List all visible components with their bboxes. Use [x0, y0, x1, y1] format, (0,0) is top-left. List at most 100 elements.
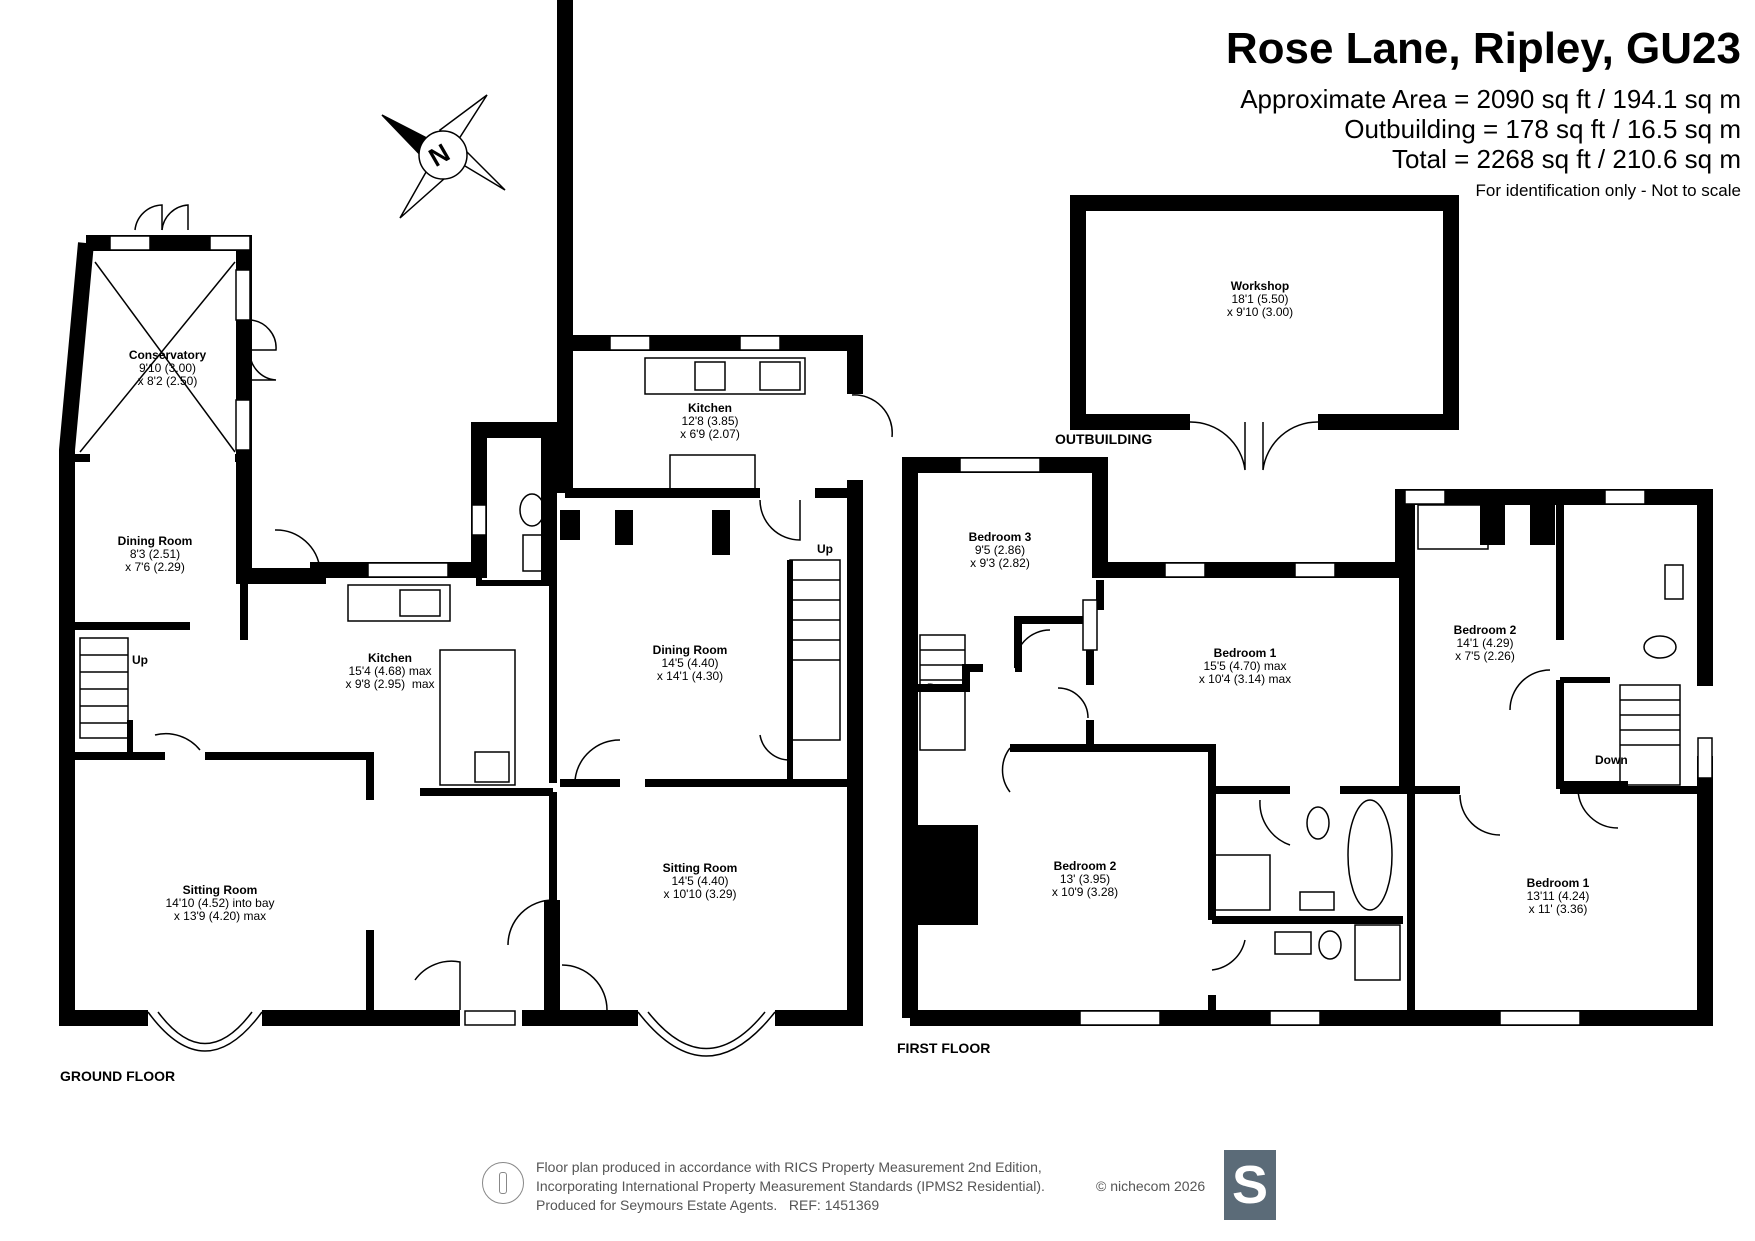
basin	[1299, 891, 1335, 911]
room-name: Bedroom 3	[968, 530, 1032, 544]
room-dim: 18'1 (5.50)	[1231, 292, 1289, 306]
bath	[1347, 799, 1393, 911]
room-bedroom-1-left: Bedroom 1 15'5 (4.70) max x 10'4 (3.14) …	[1165, 647, 1325, 686]
bay-window-right	[637, 1011, 776, 1057]
footer-line-3: Produced for Seymours Estate Agents. REF…	[536, 1197, 880, 1213]
stairs-first-mid	[919, 634, 966, 751]
room-name: Bedroom 2	[1453, 623, 1517, 637]
footer-line-2: Incorporating International Property Mea…	[536, 1178, 1045, 1194]
pier	[1480, 505, 1505, 545]
compass	[381, 94, 506, 219]
room-name: Dining Room	[117, 534, 193, 548]
stairs-first-right	[1619, 684, 1681, 786]
room-name: Conservatory	[128, 348, 207, 362]
first-floor-wall-bed3-right	[1010, 720, 1094, 752]
wall-left-sitting-top-2	[205, 752, 374, 800]
first-floor-wall-bath-2	[1340, 570, 1407, 794]
area-main: Approximate Area = 2090 sq ft / 194.1 sq…	[1240, 84, 1741, 114]
window	[235, 399, 251, 451]
kitchen-counter-top	[644, 357, 806, 395]
room-dim: x 9'8 (2.95) max	[345, 677, 435, 691]
window	[209, 235, 251, 251]
window	[1082, 599, 1098, 651]
window	[1604, 489, 1646, 505]
stairs-up-label: Up	[132, 653, 148, 667]
room-name: Bedroom 2	[1053, 859, 1117, 873]
pier	[560, 510, 580, 540]
kitchen-counter-top	[669, 454, 756, 492]
first-floor-wall-bed3-2	[1014, 616, 1094, 685]
first-floor-wall-ensuite-2	[1556, 680, 1628, 790]
door-swing	[561, 964, 608, 1011]
room-dim: 8'3 (2.51)	[129, 547, 181, 561]
window	[109, 235, 151, 251]
door-swing	[574, 739, 621, 781]
room-dim: 9'10 (3.00)	[139, 361, 196, 375]
area-total: Total = 2268 sq ft / 210.6 sq m	[1391, 144, 1741, 174]
room-name: Dining Room	[652, 643, 728, 657]
room-bedroom-1-right: Bedroom 1 13'11 (4.24) x 11' (3.36)	[1488, 877, 1628, 916]
conservatory-roof	[94, 261, 236, 453]
window	[959, 457, 1041, 473]
room-bedroom-3: Bedroom 3 9'5 (2.86) x 9'3 (2.82)	[930, 531, 1070, 570]
door-swing	[507, 899, 554, 946]
basin	[522, 534, 546, 572]
room-dim: x 14'1 (4.30)	[656, 669, 724, 683]
window	[464, 1010, 516, 1026]
room-conservatory: Conservatory 9'10 (3.00) x 8'2 (2.50)	[100, 349, 235, 388]
room-dim: x 7'5 (2.26)	[1455, 649, 1515, 663]
outbuilding-label: OUTBUILDING	[1055, 431, 1153, 447]
door-swing	[249, 319, 277, 351]
room-dim: 14'5 (4.40)	[671, 874, 729, 888]
door-swing	[134, 204, 163, 231]
toilet	[1318, 930, 1342, 960]
window	[1499, 1010, 1581, 1026]
room-sitting-right: Sitting Room 14'5 (4.40) x 10'10 (3.29)	[630, 862, 770, 901]
window	[739, 335, 781, 351]
room-name: Kitchen	[687, 401, 732, 415]
toilet	[519, 493, 545, 527]
room-dim: x 13'9 (4.20) max	[173, 909, 267, 923]
pier	[712, 510, 730, 555]
chimney	[918, 830, 973, 920]
stairs-up-label: Up	[817, 542, 833, 556]
room-dim: x 10'4 (3.14) max	[1198, 672, 1292, 686]
room-dim: x 6'9 (2.07)	[680, 427, 740, 441]
window	[1164, 562, 1206, 578]
door-swing	[1262, 421, 1319, 471]
door-swing	[1577, 789, 1619, 829]
person-icon	[482, 1162, 524, 1204]
room-dim: x 11' (3.36)	[1528, 902, 1588, 916]
stairs-ground-right	[789, 559, 841, 741]
footer-line-1: Floor plan produced in accordance with R…	[536, 1159, 1042, 1175]
ground-floor-bottom-wall-2	[522, 900, 560, 1026]
bay-window-left-inner	[157, 1011, 253, 1045]
room-dim: x 10'10 (3.29)	[663, 887, 737, 901]
room-kitchen-top: Kitchen 12'8 (3.85) x 6'9 (2.07)	[640, 402, 780, 441]
first-floor-label: FIRST FLOOR	[897, 1040, 991, 1056]
pier	[615, 510, 633, 545]
stairs-ground-left	[79, 637, 129, 739]
shower	[1354, 924, 1401, 981]
window	[1404, 489, 1446, 505]
room-dining-right: Dining Room 14'5 (4.40) x 14'1 (4.30)	[620, 644, 760, 683]
pier	[1530, 505, 1555, 545]
ground-floor-label: GROUND FLOOR	[60, 1068, 176, 1084]
kitchen-counter-mid	[439, 649, 516, 786]
wall-wc	[476, 570, 549, 586]
bath	[1417, 504, 1489, 550]
first-floor-right	[910, 756, 1713, 1026]
sink	[759, 361, 801, 391]
room-name: Workshop	[1230, 279, 1290, 293]
room-dim: x 10'9 (3.28)	[1051, 885, 1119, 899]
stairs-down-label: Down	[1595, 753, 1628, 767]
door-swing	[1211, 939, 1246, 971]
window	[235, 269, 251, 321]
kitchen-counter-mid	[347, 584, 451, 622]
conservatory-roof	[79, 261, 236, 453]
window	[609, 335, 651, 351]
window	[367, 562, 449, 578]
hob	[694, 361, 726, 391]
door-swing	[274, 529, 321, 571]
room-dim: x 7'6 (2.29)	[125, 560, 185, 574]
